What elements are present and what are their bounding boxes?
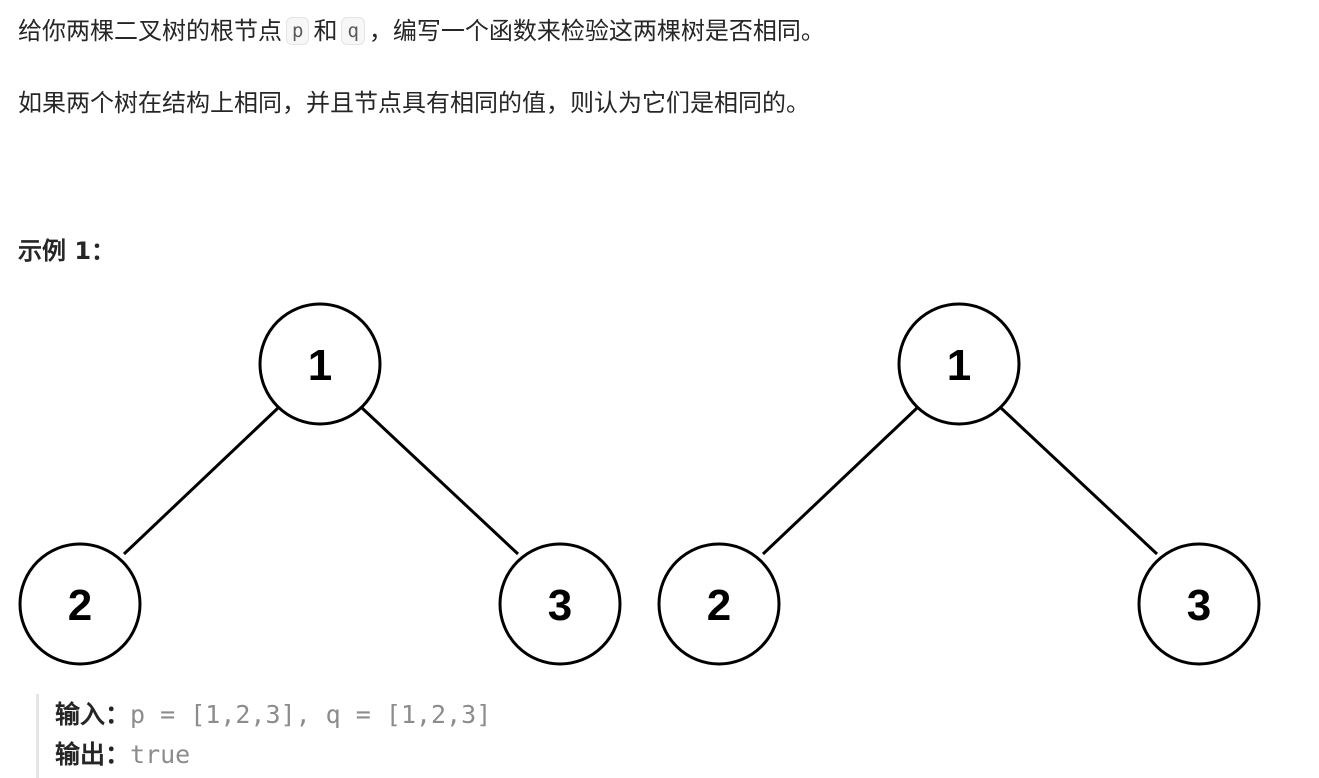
tree-node-right-label: 3	[1187, 581, 1211, 630]
tree-node-right-label: 3	[548, 581, 572, 630]
example-io-block: 输入：p = [1,2,3], q = [1,2,3] 输出：true	[36, 694, 636, 778]
edge-root-left	[761, 406, 919, 556]
statement-text-end: ，编写一个函数来检验这两棵树是否相同。	[368, 17, 825, 45]
input-label: 输入：	[55, 700, 131, 729]
problem-definition: 如果两个树在结构上相同，并且节点具有相同的值，则认为它们是相同的。	[18, 89, 810, 117]
example-output-line: 输出：true	[55, 736, 636, 774]
tree-node-root	[897, 302, 1021, 426]
edge-root-left	[122, 406, 280, 556]
statement-text-and: 和	[313, 17, 338, 45]
output-value: true	[130, 740, 191, 769]
code-var-p: p	[286, 17, 310, 45]
tree-node-root	[258, 302, 382, 426]
tree-q: 1 2 3	[657, 302, 1261, 666]
tree-node-left-label: 2	[707, 581, 731, 630]
example-input-line: 输入：p = [1,2,3], q = [1,2,3]	[55, 696, 636, 734]
tree-node-root-label: 1	[947, 341, 971, 390]
output-label: 输出：	[55, 740, 131, 769]
input-value: p = [1,2,3], q = [1,2,3]	[130, 700, 492, 729]
edge-root-right	[999, 406, 1159, 556]
code-var-q: q	[341, 17, 365, 45]
example-title: 示例 1：	[18, 237, 116, 265]
tree-node-right	[1137, 542, 1261, 666]
edge-root-right	[360, 406, 520, 556]
tree-node-left	[657, 542, 781, 666]
tree-node-left	[18, 542, 142, 666]
tree-node-left-label: 2	[68, 581, 92, 630]
statement-text-start: 给你两棵二叉树的根节点	[18, 17, 282, 45]
example-trees-figure: 1 2 3 1 2 3	[18, 302, 1261, 666]
tree-node-right	[498, 542, 622, 666]
tree-node-root-label: 1	[308, 341, 332, 390]
tree-p: 1 2 3	[18, 302, 622, 666]
